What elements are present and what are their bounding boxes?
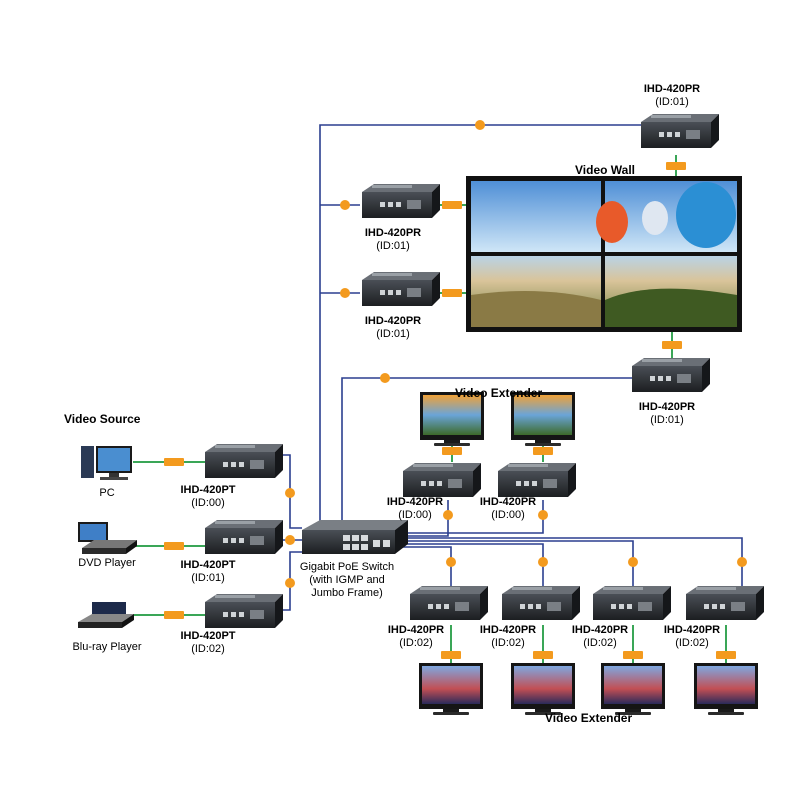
- extender-top-2-id: (ID:00): [491, 509, 525, 521]
- transmitter-3-model: IHD-420PT: [180, 630, 235, 642]
- cat-tag: [340, 200, 350, 210]
- hdmi-tag: [533, 447, 553, 455]
- extender-bottom-receiver-4: [686, 586, 764, 620]
- cat-cables: [278, 124, 743, 611]
- transmitter-1-model: IHD-420PT: [180, 484, 235, 496]
- hdmi-tag: [442, 289, 462, 297]
- source-name-dvd: DVD Player: [78, 557, 136, 569]
- switch-label-line1: Gigabit PoE Switch: [300, 561, 394, 573]
- wall-receiver-4: [632, 358, 710, 392]
- hdmi-tag: [164, 458, 184, 466]
- wall-receiver-2-id: (ID:01): [376, 240, 410, 252]
- hdmi-tag: [662, 341, 682, 349]
- hdmi-tag: [623, 651, 643, 659]
- cat-tag: [285, 578, 295, 588]
- cat-tag: [538, 557, 548, 567]
- cat-tag: [285, 488, 295, 498]
- wall-receiver-2: [362, 184, 440, 218]
- wall-receiver-4-model: IHD-420PR: [639, 401, 695, 413]
- cat-tag: [340, 288, 350, 298]
- tv-bottom-2: [511, 663, 575, 715]
- wall-receiver-3-id: (ID:01): [376, 328, 410, 340]
- blu-ray-player-icon: [78, 602, 134, 628]
- transmitter-1: [205, 444, 283, 478]
- video-extender-heading-bottom: Video Extender: [545, 711, 632, 725]
- pc-icon: [81, 446, 132, 480]
- transmitter-2-id: (ID:01): [191, 572, 225, 584]
- video-source-heading: Video Source: [64, 412, 141, 426]
- cat-tags: [285, 120, 747, 588]
- hdmi-tags: [164, 162, 736, 659]
- tv-bottom-1: [419, 663, 483, 715]
- wall-receiver-1-id: (ID:01): [655, 96, 689, 108]
- extender-bottom-receiver-2: [502, 586, 580, 620]
- wall-receiver-4-id: (ID:01): [650, 414, 684, 426]
- balloon-image: [642, 201, 668, 235]
- hdmi-tag: [716, 651, 736, 659]
- extender-top-1-id: (ID:00): [398, 509, 432, 521]
- source-name-pc: PC: [99, 487, 114, 499]
- tv-bottom-4: [694, 663, 758, 715]
- hdmi-tag: [533, 651, 553, 659]
- cat-tag: [380, 373, 390, 383]
- wall-receiver-2-model: IHD-420PR: [365, 227, 421, 239]
- cat-tag: [475, 120, 485, 130]
- cat-tag: [443, 510, 453, 520]
- extender-top-1-model: IHD-420PR: [387, 496, 443, 508]
- cat-tag: [737, 557, 747, 567]
- extender-bottom-1-model: IHD-420PR: [388, 624, 444, 636]
- extender-bottom-receiver-1: [410, 586, 488, 620]
- extender-bottom-3-id: (ID:02): [583, 637, 617, 649]
- switch-label-line2: (with IGMP and: [309, 574, 385, 586]
- cat-tag: [628, 557, 638, 567]
- transmitter-3: [205, 594, 283, 628]
- cat-tag: [446, 557, 456, 567]
- extender-bottom-1-id: (ID:02): [399, 637, 433, 649]
- video-wall: [466, 176, 742, 332]
- balloon-image: [596, 201, 628, 243]
- wall-receiver-1-model: IHD-420PR: [644, 83, 700, 95]
- tv-bottom-3: [601, 663, 665, 715]
- extender-bottom-4-model: IHD-420PR: [664, 624, 720, 636]
- wall-receiver-3-model: IHD-420PR: [365, 315, 421, 327]
- extender-top-receiver-1: [403, 463, 481, 497]
- transmitter-2-model: IHD-420PT: [180, 559, 235, 571]
- wall-receiver-3: [362, 272, 440, 306]
- source-name-bluray: Blu-ray Player: [72, 641, 141, 653]
- extender-top-2-model: IHD-420PR: [480, 496, 536, 508]
- extender-bottom-receiver-3: [593, 586, 671, 620]
- hdmi-tag: [442, 447, 462, 455]
- video-extender-heading-top: Video Extender: [455, 386, 542, 400]
- hdmi-tag: [441, 651, 461, 659]
- extender-top-receiver-2: [498, 463, 576, 497]
- hdmi-tag: [666, 162, 686, 170]
- cat-tag: [538, 510, 548, 520]
- poe-switch: [302, 520, 408, 554]
- hdmi-tag: [164, 542, 184, 550]
- extender-bottom-2-model: IHD-420PR: [480, 624, 536, 636]
- transmitter-3-id: (ID:02): [191, 643, 225, 655]
- transmitter-1-id: (ID:00): [191, 497, 225, 509]
- dvd-player-icon: [78, 522, 137, 554]
- extender-bottom-4-id: (ID:02): [675, 637, 709, 649]
- tv-top-1: [420, 392, 484, 446]
- hdmi-tag: [164, 611, 184, 619]
- balloon-image: [676, 182, 736, 248]
- video-wall-heading: Video Wall: [575, 163, 635, 177]
- extender-bottom-2-id: (ID:02): [491, 637, 525, 649]
- tv-top-2: [511, 392, 575, 446]
- hdmi-tag: [442, 201, 462, 209]
- cat-tag: [285, 535, 295, 545]
- transmitter-2: [205, 520, 283, 554]
- extender-bottom-3-model: IHD-420PR: [572, 624, 628, 636]
- wall-panel: [471, 181, 601, 252]
- switch-label-line3: Jumbo Frame): [311, 587, 383, 599]
- wall-receiver-1: [641, 114, 719, 148]
